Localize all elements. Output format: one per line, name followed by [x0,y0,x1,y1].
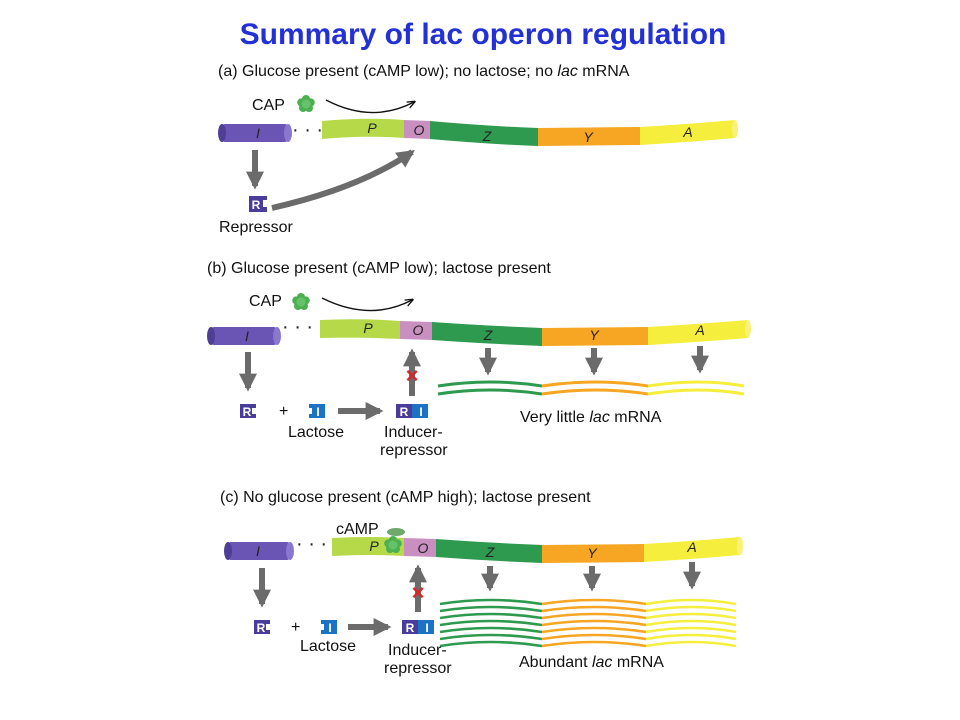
panel-c-repressor-box: R [254,620,271,635]
panel-c-complex-label-2: repressor [384,660,452,677]
panel-c-block-mark: × [412,580,425,605]
page-title: Summary of lac operon regulation [240,18,727,51]
panel-c: (c) No glucose present (cAMP high); lact… [220,489,743,677]
panel-b-mrna [437,380,745,396]
svg-text:Z: Z [485,544,495,560]
svg-text:I: I [328,621,331,635]
panel-c-camp-label: cAMP [336,521,379,538]
panel-a-cap-protein [297,95,315,112]
panel-b-complex-label-2: repressor [380,442,448,459]
svg-text:R: R [252,198,261,212]
panel-c-mrna-label: Abundant lac mRNA [519,654,664,671]
svg-text:R: R [406,621,415,635]
svg-text:Y: Y [589,327,600,343]
svg-text:I: I [425,621,428,635]
svg-text:I: I [419,405,422,419]
svg-text:Y: Y [583,129,594,145]
panel-c-complex-label-1: Inducer- [388,642,447,659]
panel-b: (b) Glucose present (cAMP low); lactose … [207,260,751,459]
svg-text:I: I [256,543,260,559]
panel-b-cap-label: CAP [249,293,282,310]
panel-b-operon: P O Z Y A [320,319,751,346]
svg-text:I: I [245,328,249,344]
panel-a-cap-label: CAP [252,97,285,114]
panel-c-lactose-label: Lactose [300,638,356,655]
svg-text:Y: Y [587,545,598,561]
panel-b-laci-gene: I [207,327,281,345]
panel-b-inducer-box: I [307,404,325,419]
svg-text:O: O [413,322,424,338]
svg-text:I: I [256,125,260,141]
panel-c-mrna [439,598,737,648]
panel-a-repressor-label: Repressor [219,219,293,236]
svg-text:R: R [400,405,409,419]
svg-text:A: A [682,124,692,140]
panel-a-laci-gene: I [218,124,292,142]
panel-a-caption: (a) Glucose present (cAMP low); no lacto… [218,63,630,80]
svg-text:O: O [414,122,425,138]
panel-b-inducer-repressor-complex: R I [396,404,428,419]
panel-a-operon: P O Z Y A [322,118,738,146]
panel-a-cap-arrow [325,99,414,114]
panel-b-plus: + [279,403,288,420]
panel-c-operon: P O Z Y A [332,537,743,563]
panel-a-repressor-binding-arrow [271,149,415,211]
panel-b-gap-dots: · · · [282,316,313,338]
svg-text:I: I [316,405,319,419]
panel-c-plus: + [291,619,300,636]
svg-text:Z: Z [482,128,492,144]
panel-b-cap-protein [292,293,310,310]
svg-text:R: R [257,621,266,635]
svg-text:P: P [363,320,373,336]
svg-text:P: P [367,120,377,136]
svg-text:A: A [686,539,696,555]
panel-a: (a) Glucose present (cAMP low); no lacto… [218,63,738,236]
svg-text:A: A [694,322,704,338]
panel-b-lactose-label: Lactose [288,424,344,441]
svg-text:P: P [369,538,379,554]
svg-text:R: R [243,405,252,419]
svg-text:Z: Z [483,327,493,343]
panel-c-laci-gene: I [224,542,294,560]
svg-text:O: O [418,540,429,556]
panel-a-gap-dots: · · · [292,119,323,141]
panel-c-inducer-box: I [319,620,337,635]
panel-b-block-mark: × [406,363,419,388]
panel-a-repressor-box: R [249,196,268,212]
panel-b-complex-label-1: Inducer- [384,424,443,441]
panel-c-caption: (c) No glucose present (cAMP high); lact… [220,489,591,506]
panel-b-mrna-label: Very little lac mRNA [520,409,662,426]
panel-b-cap-arrow [321,297,412,312]
panel-c-camp-molecule [387,528,405,536]
panel-b-repressor-box: R [240,404,257,419]
panel-c-inducer-repressor-complex: R I [402,620,434,635]
panel-c-gap-dots: · · · [296,533,327,555]
panel-b-caption: (b) Glucose present (cAMP low); lactose … [207,260,551,277]
